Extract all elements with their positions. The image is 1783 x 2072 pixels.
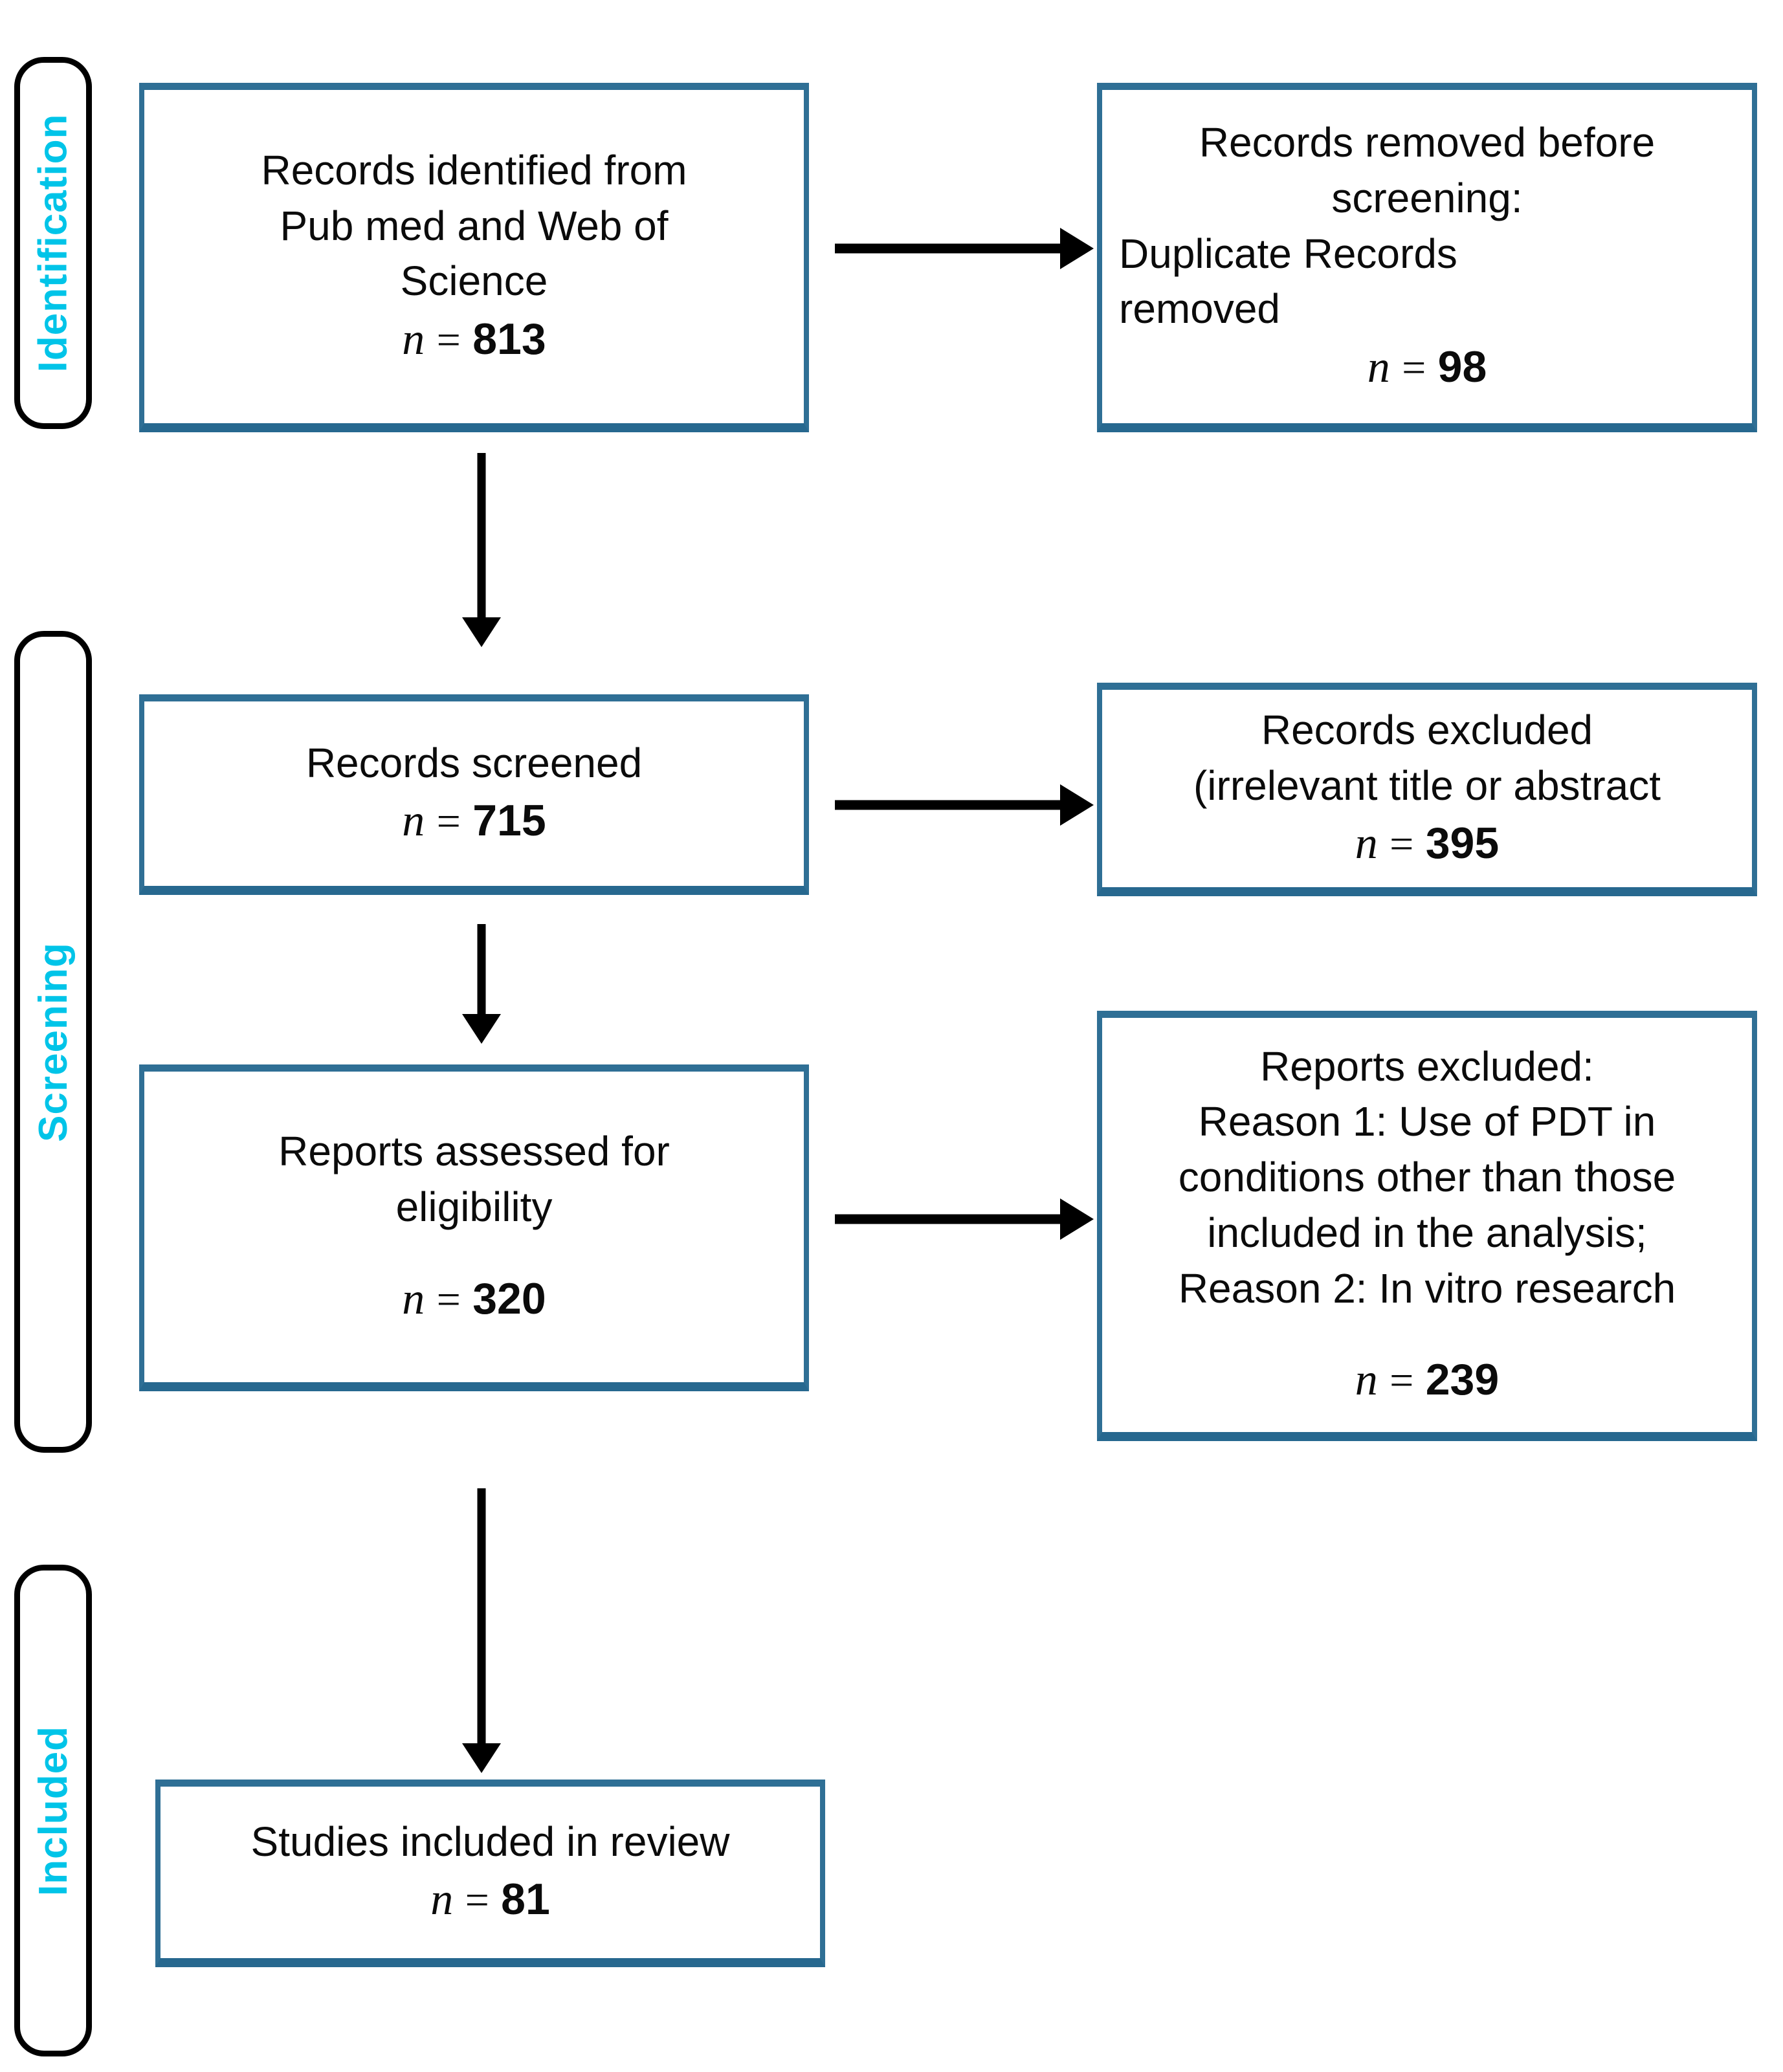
equals-symbol: = [465, 1877, 489, 1924]
reports-excluded-line-1: Reports excluded: [1260, 1042, 1594, 1090]
arrow-stem [835, 800, 1063, 810]
reports-excluded-line-2: Reason 1: Use of PDT in [1198, 1098, 1656, 1145]
stage-label-included: Included [30, 1725, 76, 1896]
reports-assessed-line-1: Reports assessed for [278, 1128, 670, 1175]
n-symbol: n [1355, 1355, 1378, 1405]
stage-bar-identification: Identification [14, 57, 92, 429]
box-records-excluded: Records excluded (irrelevant title or ab… [1097, 683, 1757, 896]
records-removed-line-3: Duplicate Records [1119, 230, 1457, 277]
arrow-assessed-to-reports-excluded [835, 1198, 1094, 1240]
arrow-head [1060, 228, 1094, 269]
equals-symbol: = [1390, 1357, 1414, 1405]
arrow-screened-to-assessed [461, 924, 502, 1044]
arrow-identified-to-removed [835, 228, 1094, 269]
arrow-stem [477, 1488, 486, 1745]
n-symbol: n [402, 1273, 425, 1324]
arrow-stem [835, 1214, 1063, 1224]
studies-included-line-1: Studies included in review [250, 1818, 730, 1865]
arrow-head [462, 1014, 501, 1044]
box-records-screened: Records screened n = 715 [139, 694, 809, 895]
n-value: 813 [472, 314, 546, 364]
box-records-removed: Records removed before screening: Duplic… [1097, 83, 1757, 432]
reports-excluded-count: n = 239 [1119, 1350, 1735, 1411]
reports-excluded-blank-line [1119, 1316, 1735, 1350]
records-identified-line-3: Science [400, 258, 548, 305]
box-reports-assessed: Reports assessed for eligibility n = 320 [139, 1064, 809, 1391]
records-identified-count: n = 813 [161, 309, 787, 370]
equals-symbol: = [1390, 821, 1414, 868]
records-excluded-line-1: Records excluded [1261, 706, 1593, 753]
n-symbol: n [402, 314, 425, 365]
n-value: 81 [501, 1875, 550, 1924]
arrow-head [1060, 1198, 1094, 1240]
equals-symbol: = [436, 316, 461, 364]
box-records-identified: Records identified from Pub med and Web … [139, 83, 809, 432]
records-removed-line-4: removed [1119, 285, 1280, 333]
records-removed-count: n = 98 [1119, 337, 1735, 398]
studies-included-count: n = 81 [177, 1869, 803, 1930]
equals-symbol: = [436, 1275, 461, 1323]
n-symbol: n [1367, 342, 1390, 393]
records-screened-line-1: Records screened [305, 739, 643, 786]
arrow-identified-to-screened [461, 453, 502, 647]
reports-excluded-line-3: conditions other than those [1178, 1154, 1676, 1201]
records-identified-line-2: Pub med and Web of [280, 202, 669, 249]
stage-bar-screening: Screening [14, 631, 92, 1453]
n-symbol: n [402, 796, 425, 846]
reports-excluded-line-4: included in the analysis; [1207, 1209, 1647, 1256]
n-value: 320 [472, 1273, 546, 1323]
equals-symbol: = [1402, 344, 1426, 392]
arrow-head [462, 1743, 501, 1773]
n-value: 715 [472, 796, 546, 846]
records-identified-line-1: Records identified from [261, 146, 687, 193]
n-symbol: n [430, 1875, 454, 1925]
box-studies-included: Studies included in review n = 81 [155, 1780, 825, 1967]
records-screened-count: n = 715 [161, 791, 787, 852]
records-removed-line-2: screening: [1331, 174, 1523, 221]
arrow-head [462, 617, 501, 647]
arrow-stem [835, 243, 1063, 254]
records-excluded-count: n = 395 [1119, 813, 1735, 874]
arrow-assessed-to-included [461, 1488, 502, 1773]
stage-label-identification: Identification [30, 113, 76, 373]
equals-symbol: = [436, 798, 461, 846]
n-symbol: n [1355, 819, 1378, 869]
arrow-stem [477, 453, 486, 619]
box-reports-excluded: Reports excluded: Reason 1: Use of PDT i… [1097, 1011, 1757, 1441]
arrow-stem [477, 924, 486, 1015]
records-removed-line-1: Records removed before [1199, 119, 1656, 166]
arrow-screened-to-excluded [835, 784, 1094, 826]
records-excluded-line-2: (irrelevant title or abstract [1193, 762, 1661, 809]
arrow-head [1060, 784, 1094, 826]
reports-assessed-blank-line [161, 1235, 787, 1269]
n-value: 239 [1425, 1355, 1500, 1405]
n-value: 98 [1437, 342, 1487, 392]
reports-assessed-count: n = 320 [161, 1269, 787, 1330]
reports-excluded-line-5: Reason 2: In vitro research [1178, 1264, 1676, 1312]
n-value: 395 [1425, 819, 1500, 868]
stage-label-screening: Screening [30, 942, 76, 1142]
reports-assessed-line-2: eligibility [395, 1184, 553, 1231]
stage-bar-included: Included [14, 1565, 92, 2056]
